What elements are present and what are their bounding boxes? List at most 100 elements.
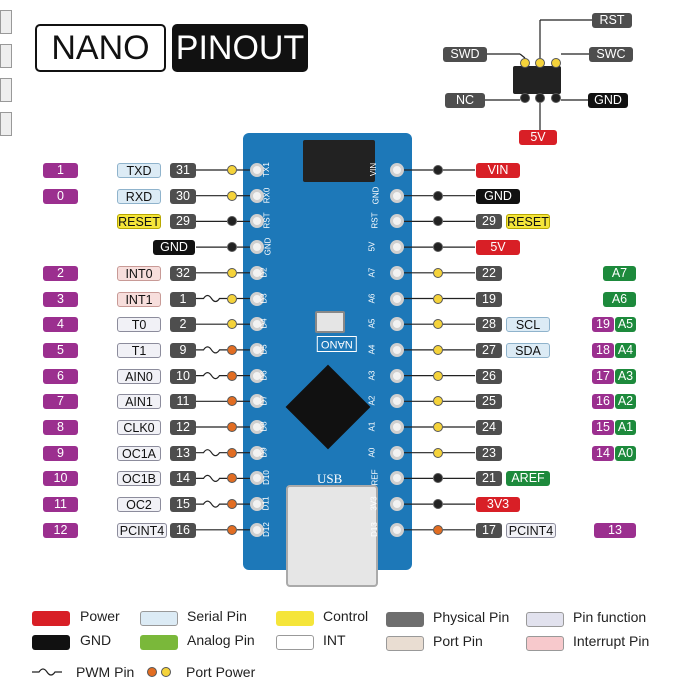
physical-pin-label: 32 [170, 265, 196, 281]
pin-function-label: SCL [506, 317, 550, 333]
silk-label-right: A1 [367, 421, 377, 432]
port-power-dot [433, 190, 443, 201]
port-power-dot [227, 267, 237, 278]
legend-label: Port Power [186, 664, 256, 680]
physical-pin-label: 31 [170, 163, 196, 178]
port-power-dot [227, 190, 237, 201]
port-power-dot [433, 396, 443, 407]
analog-pin-label: A4 [615, 342, 636, 358]
port-power-dot [227, 293, 237, 304]
pwm-connector [196, 500, 227, 508]
pin-function-label: GND [153, 240, 195, 256]
silk-label-right: 5V [367, 241, 377, 252]
port-power-dot [433, 499, 443, 510]
silk-label-left: D8 [259, 421, 269, 432]
pin-function-label: CLK0 [117, 420, 161, 435]
pin-number-label: 10 [43, 471, 78, 487]
board-pin-left [250, 420, 264, 434]
silk-label-left: D6 [259, 369, 269, 381]
silk-label-left: D5 [259, 344, 269, 355]
pwm-connector [196, 474, 227, 482]
silk-label-left: D10 [261, 470, 271, 486]
board-pin-left [250, 188, 264, 203]
silk-label-left: D2 [259, 267, 269, 278]
icsp-pin-dot [520, 58, 530, 68]
board-switch [315, 311, 345, 333]
legend-label: Control [323, 608, 369, 624]
silk-label-left: GND [263, 237, 273, 256]
board-pin-right [390, 420, 404, 434]
physical-pin-label: 9 [170, 342, 196, 358]
legend-port-power-dot [147, 667, 157, 677]
pin-function-label: RESET [506, 214, 550, 230]
silk-label-right: RST [370, 212, 380, 229]
legend-swatch [32, 635, 70, 650]
silk-label-left: D9 [259, 447, 269, 458]
analog-pin-label: A3 [615, 368, 636, 384]
port-power-dot [433, 165, 443, 175]
pin-number-label: 4 [43, 317, 78, 333]
icsp-connector-line [519, 53, 526, 59]
led-label: POW [0, 68, 22, 78]
legend-label: GND [80, 632, 112, 648]
board-pin-right [390, 368, 404, 383]
pin-function-label: PCINT4 [117, 522, 167, 538]
led [0, 44, 12, 68]
icsp-pin-dot [520, 93, 530, 103]
physical-pin-label: 10 [170, 368, 196, 384]
icsp-connector [513, 66, 561, 94]
port-power-dot [227, 524, 237, 535]
pwm-connector [196, 372, 227, 380]
board-pin-right [390, 342, 404, 357]
board-pin-right [390, 163, 404, 177]
port-power-dot [227, 422, 237, 432]
pin-function-label: 5V [476, 240, 520, 256]
silk-label-right: 3V3 [369, 496, 379, 511]
led [0, 10, 12, 34]
board-header-block [303, 140, 375, 182]
physical-pin-label: 23 [476, 445, 502, 461]
physical-pin-label: 28 [476, 317, 502, 333]
pwm-connector [196, 346, 227, 354]
icsp-rst-label: RST [592, 13, 632, 28]
pin-function-label: SDA [506, 342, 550, 358]
legend-label: Interrupt Pin [573, 633, 650, 649]
icsp-pin-dot [535, 93, 545, 103]
physical-pin-label: 16 [170, 522, 196, 538]
board-pin-right [390, 291, 404, 306]
icsp-pin-dot [535, 58, 545, 68]
physical-pin-label: 27 [476, 342, 502, 358]
board-pin-left [250, 368, 264, 383]
pin-number-label: 16 [592, 394, 614, 410]
led-label: RX [0, 0, 13, 10]
pin-function-label: T1 [117, 342, 161, 358]
icsp-swd-label: SWD [443, 47, 487, 62]
icsp-swc-label: SWC [589, 47, 633, 62]
pin-function-label: INT0 [117, 265, 161, 281]
board-pin-left [250, 342, 264, 357]
physical-pin-label: 25 [476, 394, 502, 410]
pin-function-label: TXD [117, 163, 161, 178]
icsp-pin-dot [551, 93, 561, 103]
physical-pin-label: 29 [476, 214, 502, 230]
pin-number-label: 19 [592, 317, 614, 333]
legend-label: Analog Pin [187, 632, 255, 648]
pin-number-label: 3 [43, 291, 78, 307]
pin-number-label: 12 [43, 522, 78, 538]
board-pin-right [390, 265, 404, 280]
pin-number-label: 17 [592, 368, 614, 384]
port-power-dot [433, 293, 443, 304]
board-pin-right [390, 240, 404, 255]
pwm-connector [196, 449, 227, 457]
board-pin-left [250, 163, 264, 177]
legend-swatch [276, 611, 314, 626]
pin-function-label: PCINT4 [506, 522, 556, 538]
nano-board: NANO USB [243, 133, 412, 587]
pin-number-label: 5 [43, 342, 78, 358]
legend-label: PWM Pin [76, 664, 135, 680]
led-label: TX [0, 34, 12, 44]
board-pin-left [250, 291, 264, 306]
port-power-dot [433, 267, 443, 278]
silk-label-right: A5 [367, 318, 377, 329]
pin-number-label: 13 [594, 522, 636, 538]
